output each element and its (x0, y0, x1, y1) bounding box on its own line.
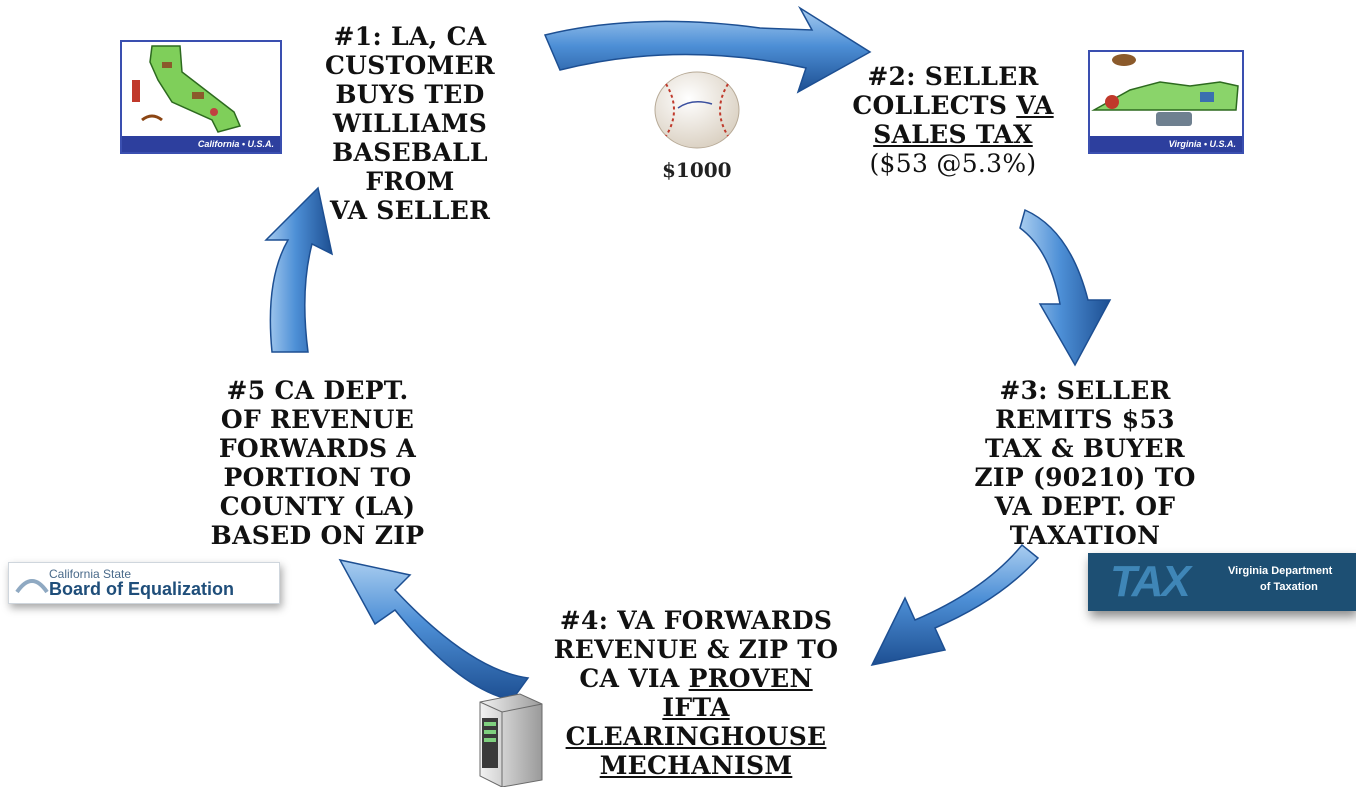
step1-line: #1: LA, CA (333, 22, 487, 51)
step3-line: TAX & BUYER (985, 434, 1185, 463)
step2-underlined: VA (1016, 91, 1054, 120)
arrow-step5-to-step1 (264, 186, 334, 353)
step5-line: BASED ON ZIP (210, 521, 425, 550)
step1-line: CUSTOMER (324, 51, 496, 80)
step1-line: VA SELLER (329, 196, 491, 225)
virginia-caption: Virginia • U.S.A. (1090, 136, 1242, 152)
server-icon (479, 693, 543, 787)
step4-line: REVENUE & ZIP TO (553, 635, 839, 664)
step2-underlined: SALES TAX (873, 120, 1033, 149)
step1-line: BASEBALL (332, 138, 488, 167)
board-of-equalization-logo: California State Board of Equalization (8, 562, 280, 604)
step1-line: FROM (365, 167, 455, 196)
step3-line: #3: SELLER (999, 376, 1171, 405)
step4-underlined: PROVEN (688, 664, 813, 693)
step5-line: #5 CA DEPT. (226, 376, 409, 405)
step5-line: COUNTY (LA) (219, 492, 416, 521)
step4-line: CA VIA (579, 664, 689, 693)
step3-line: REMITS $53 (995, 405, 1175, 434)
arrow-step2-to-step3 (1019, 208, 1112, 367)
step5-line: PORTION TO (223, 463, 412, 492)
step1-text: #1: LA, CA CUSTOMER BUYS TED WILLIAMS BA… (290, 22, 530, 225)
step2-line: #2: SELLER (867, 62, 1039, 91)
step5-line: FORWARDS A (218, 434, 417, 463)
tax-line2: of Taxation (1260, 581, 1318, 593)
arrow-step3-to-step4 (870, 543, 1040, 667)
virginia-taxation-logo: TAX Virginia Department of Taxation (1088, 553, 1356, 611)
step4-underlined: MECHANISM (599, 751, 793, 780)
baseball-icon (654, 71, 740, 149)
step4-underlined: IFTA (662, 693, 730, 722)
baseball-price: $1000 (662, 158, 732, 182)
step5-text: #5 CA DEPT. OF REVENUE FORWARDS A PORTIO… (185, 376, 450, 550)
california-caption: California • U.S.A. (122, 136, 280, 152)
step1-line: BUYS TED (335, 80, 485, 109)
step4-underlined: CLEARINGHOUSE (565, 722, 827, 751)
step2-text: #2: SELLER COLLECTS VA SALES TAX ($53 @5… (848, 62, 1058, 178)
arrow-step1-to-step2 (543, 5, 872, 94)
tax-mark: TAX (1110, 557, 1191, 606)
virginia-map-icon: Virginia • U.S.A. (1088, 50, 1244, 154)
step3-line: ZIP (90210) TO (974, 463, 1196, 492)
step2-line: COLLECTS (852, 91, 1017, 120)
arrow-step4-to-step5 (338, 558, 530, 701)
tax-line1: Virginia Department (1228, 565, 1333, 577)
step5-line: OF REVENUE (220, 405, 415, 434)
step2-line: ($53 @5.3%) (869, 149, 1037, 178)
step3-line: TAXATION (1009, 521, 1161, 550)
boe-line2: Board of Equalization (49, 579, 235, 599)
step1-line: WILLIAMS (332, 109, 488, 138)
california-map-icon: California • U.S.A. (120, 40, 282, 154)
boe-line1: California State (49, 567, 132, 581)
step4-line: #4: VA FORWARDS (559, 606, 833, 635)
step3-text: #3: SELLER REMITS $53 TAX & BUYER ZIP (9… (955, 376, 1215, 550)
step4-text: #4: VA FORWARDS REVENUE & ZIP TO CA VIA … (536, 606, 856, 780)
step3-line: VA DEPT. OF (994, 492, 1176, 521)
